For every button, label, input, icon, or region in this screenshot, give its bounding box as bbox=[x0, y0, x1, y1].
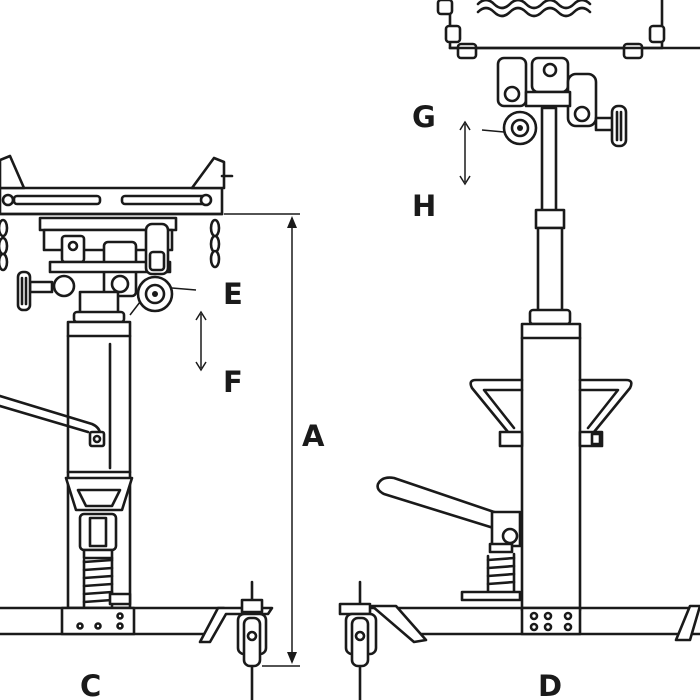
pump-left bbox=[64, 476, 134, 560]
caster-left bbox=[236, 580, 268, 700]
ram-right bbox=[528, 106, 572, 326]
knob-e bbox=[129, 275, 197, 316]
base-left bbox=[0, 606, 274, 644]
label-d: D bbox=[538, 669, 562, 700]
caster-right bbox=[338, 580, 378, 700]
tilt-mechanism-right bbox=[496, 56, 628, 148]
jack-right bbox=[338, 0, 700, 700]
cylinder-right bbox=[520, 322, 582, 612]
knob-g bbox=[481, 110, 538, 146]
chain-left bbox=[0, 218, 221, 272]
arrow-f bbox=[195, 310, 207, 372]
label-g: G bbox=[412, 100, 436, 134]
label-c: C bbox=[80, 669, 101, 700]
push-handle-right bbox=[469, 378, 633, 448]
spring-right bbox=[460, 542, 522, 602]
label-f: F bbox=[223, 365, 243, 399]
label-a: A bbox=[302, 419, 325, 453]
jack-left bbox=[0, 154, 300, 700]
label-e: E bbox=[223, 277, 243, 311]
foot-pedal-right bbox=[376, 476, 522, 548]
dimension-a bbox=[224, 213, 300, 667]
arrow-h bbox=[459, 120, 471, 186]
label-h: H bbox=[412, 189, 436, 223]
saddle-plate-left bbox=[0, 154, 234, 252]
spring-left bbox=[82, 556, 132, 608]
base-right bbox=[342, 604, 700, 644]
handle-left bbox=[0, 394, 106, 448]
tilt-mechanism-left bbox=[16, 222, 172, 312]
saddle-box-right bbox=[436, 0, 700, 60]
